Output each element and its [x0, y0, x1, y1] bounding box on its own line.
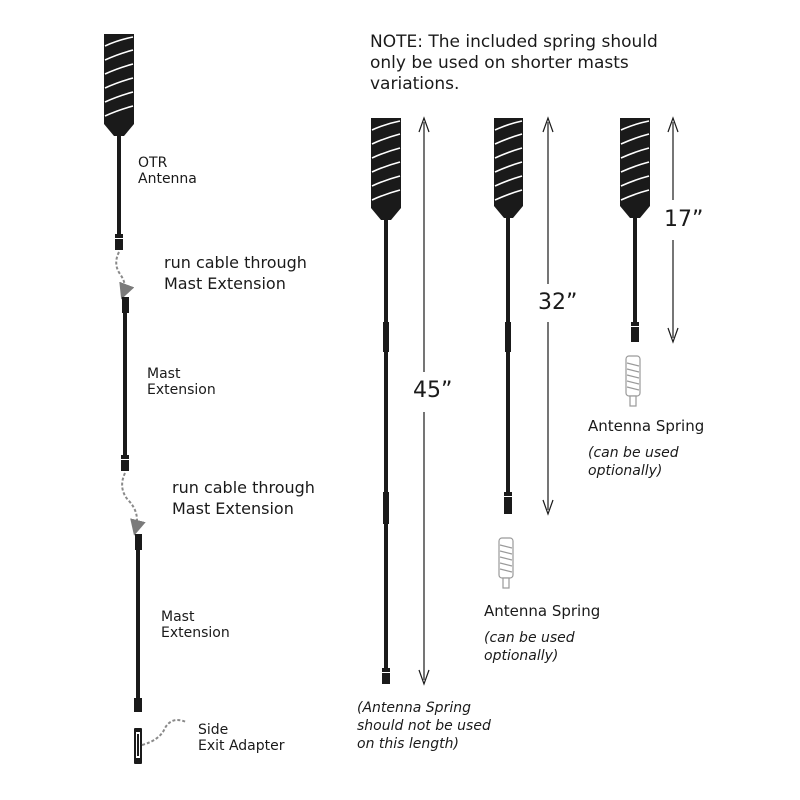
antenna-spring-17 — [625, 355, 641, 407]
otr-antenna-label: OTR Antenna — [138, 155, 197, 187]
otr-antenna-label-line-1: OTR — [138, 155, 168, 171]
dimension-line-45 — [418, 116, 430, 686]
mast-extension-2 — [134, 534, 142, 712]
spring-label-17: Antenna Spring — [588, 417, 705, 435]
spring-note-45-line-1: (Antenna Spring — [357, 700, 471, 716]
side-exit-adapter-label-line-1: Side — [198, 722, 229, 738]
mast-extension-label-2-line-1: Mast — [161, 609, 195, 625]
length-label-17: 17” — [664, 207, 704, 232]
spring-note-32-line-1: (can be used — [484, 630, 575, 646]
note-line-2: only be used on shorter masts — [370, 53, 629, 73]
dimension-line-32 — [542, 116, 554, 516]
antenna-17-inch — [620, 118, 650, 342]
antenna-spring-32 — [498, 537, 514, 589]
mast-extension-label-1: Mast Extension — [147, 366, 216, 398]
side-exit-adapter-label: Side Exit Adapter — [198, 722, 285, 754]
dimension-line-17 — [667, 116, 679, 344]
note-line-3: variations. — [370, 74, 460, 94]
spring-note-45: (Antenna Spring should not be used on th… — [357, 699, 491, 753]
otr-antenna-head — [104, 34, 134, 136]
run-cable-label-2-line-1: run cable through — [172, 478, 315, 497]
antenna-32-inch — [494, 118, 523, 514]
mast-extension-label-2: Mast Extension — [161, 609, 230, 641]
side-exit-adapter-label-line-2: Exit Adapter — [198, 738, 285, 754]
cable-arrow-2 — [121, 472, 146, 536]
spring-label-32: Antenna Spring — [484, 602, 601, 620]
note-line-1: NOTE: The included spring should — [370, 32, 658, 52]
otr-antenna-shaft — [115, 136, 123, 250]
spring-note-32: (can be used optionally) — [484, 629, 575, 665]
side-exit-adapter — [134, 719, 187, 764]
note: NOTE: The included spring should only be… — [370, 32, 658, 95]
mast-extension-label-2-line-2: Extension — [161, 625, 230, 641]
cable-arrow-1 — [115, 251, 135, 300]
length-label-32: 32” — [538, 290, 578, 315]
spring-note-17-line-1: (can be used — [588, 445, 679, 461]
otr-antenna-label-line-2: Antenna — [138, 171, 197, 187]
run-cable-label-2: run cable through Mast Extension — [172, 477, 315, 519]
run-cable-label-1: run cable through Mast Extension — [164, 252, 307, 294]
spring-note-45-line-2: should not be used — [357, 718, 491, 734]
spring-note-32-line-2: optionally) — [484, 648, 559, 664]
spring-note-45-line-3: on this length) — [357, 736, 459, 752]
length-label-45: 45” — [413, 378, 453, 403]
spring-note-17-line-2: optionally) — [588, 463, 663, 479]
mast-extension-1 — [121, 297, 129, 471]
run-cable-label-1-line-2: Mast Extension — [164, 274, 286, 293]
run-cable-label-1-line-1: run cable through — [164, 253, 307, 272]
run-cable-label-2-line-2: Mast Extension — [172, 499, 294, 518]
mast-extension-label-1-line-2: Extension — [147, 382, 216, 398]
antenna-45-inch — [371, 118, 401, 684]
mast-extension-label-1-line-1: Mast — [147, 366, 181, 382]
spring-note-17: (can be used optionally) — [588, 444, 679, 480]
